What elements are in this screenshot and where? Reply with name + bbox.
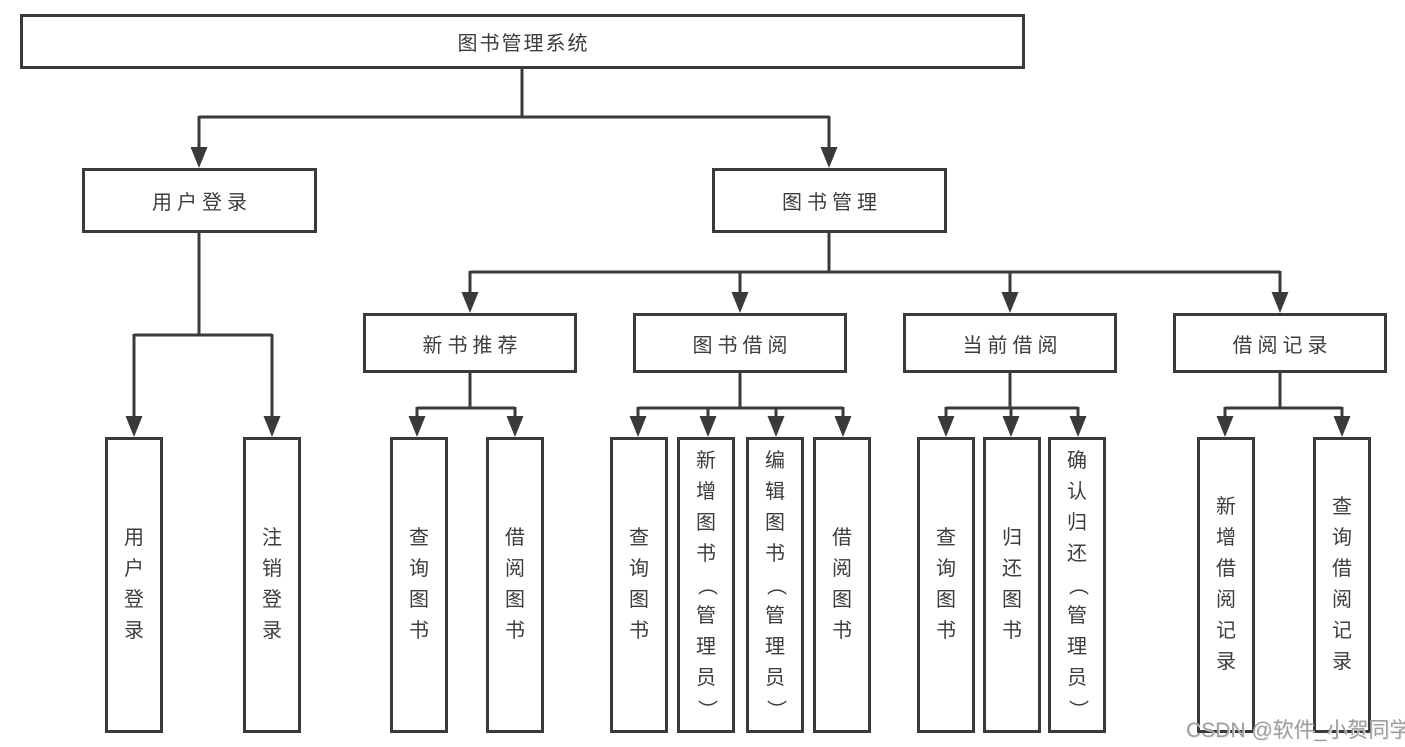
node-borrow-records-label: 借阅记录 — [1232, 334, 1333, 357]
leaf-query-borrow-record: 查询借阅记录 — [1313, 437, 1371, 733]
leaf-user-login: 用户登录 — [105, 437, 163, 733]
node-book-borrow: 图书借阅 — [633, 313, 847, 373]
node-user-login: 用户登录 — [82, 168, 317, 233]
leaf-borrow-books-recommend: 借阅图书 — [486, 437, 544, 733]
leaf-edit-book-admin: 编辑图书（管理员） — [746, 437, 804, 733]
watermark: CSDN @软件_小贺同学 — [1186, 719, 1405, 742]
leaf-query-books-borrow: 查询图书 — [610, 437, 668, 733]
leaf-logout: 注销登录 — [243, 437, 301, 733]
node-book-management-label: 图书管理 — [782, 192, 882, 214]
node-current-borrow-label: 当前借阅 — [962, 334, 1063, 357]
leaf-return-book: 归还图书 — [983, 437, 1041, 733]
node-book-borrow-label: 图书借阅 — [692, 334, 793, 357]
node-book-management: 图书管理 — [712, 168, 947, 233]
node-current-borrow: 当前借阅 — [903, 313, 1117, 373]
leaf-confirm-return-admin: 确认归还（管理员） — [1048, 437, 1106, 733]
leaf-query-books-recommend: 查询图书 — [390, 437, 448, 733]
node-user-login-label: 用户登录 — [152, 192, 252, 214]
leaf-borrow-books-borrow: 借阅图书 — [813, 437, 871, 733]
node-new-book-recommend: 新书推荐 — [363, 313, 577, 373]
node-borrow-records: 借阅记录 — [1173, 313, 1387, 373]
leaf-add-book-admin: 新增图书（管理员） — [677, 437, 735, 733]
leaf-query-books-current: 查询图书 — [917, 437, 975, 733]
node-root: 图书管理系统 — [20, 14, 1025, 69]
node-root-label: 图书管理系统 — [457, 33, 590, 55]
node-new-book-recommend-label: 新书推荐 — [422, 334, 523, 357]
leaf-add-borrow-record: 新增借阅记录 — [1197, 437, 1255, 733]
